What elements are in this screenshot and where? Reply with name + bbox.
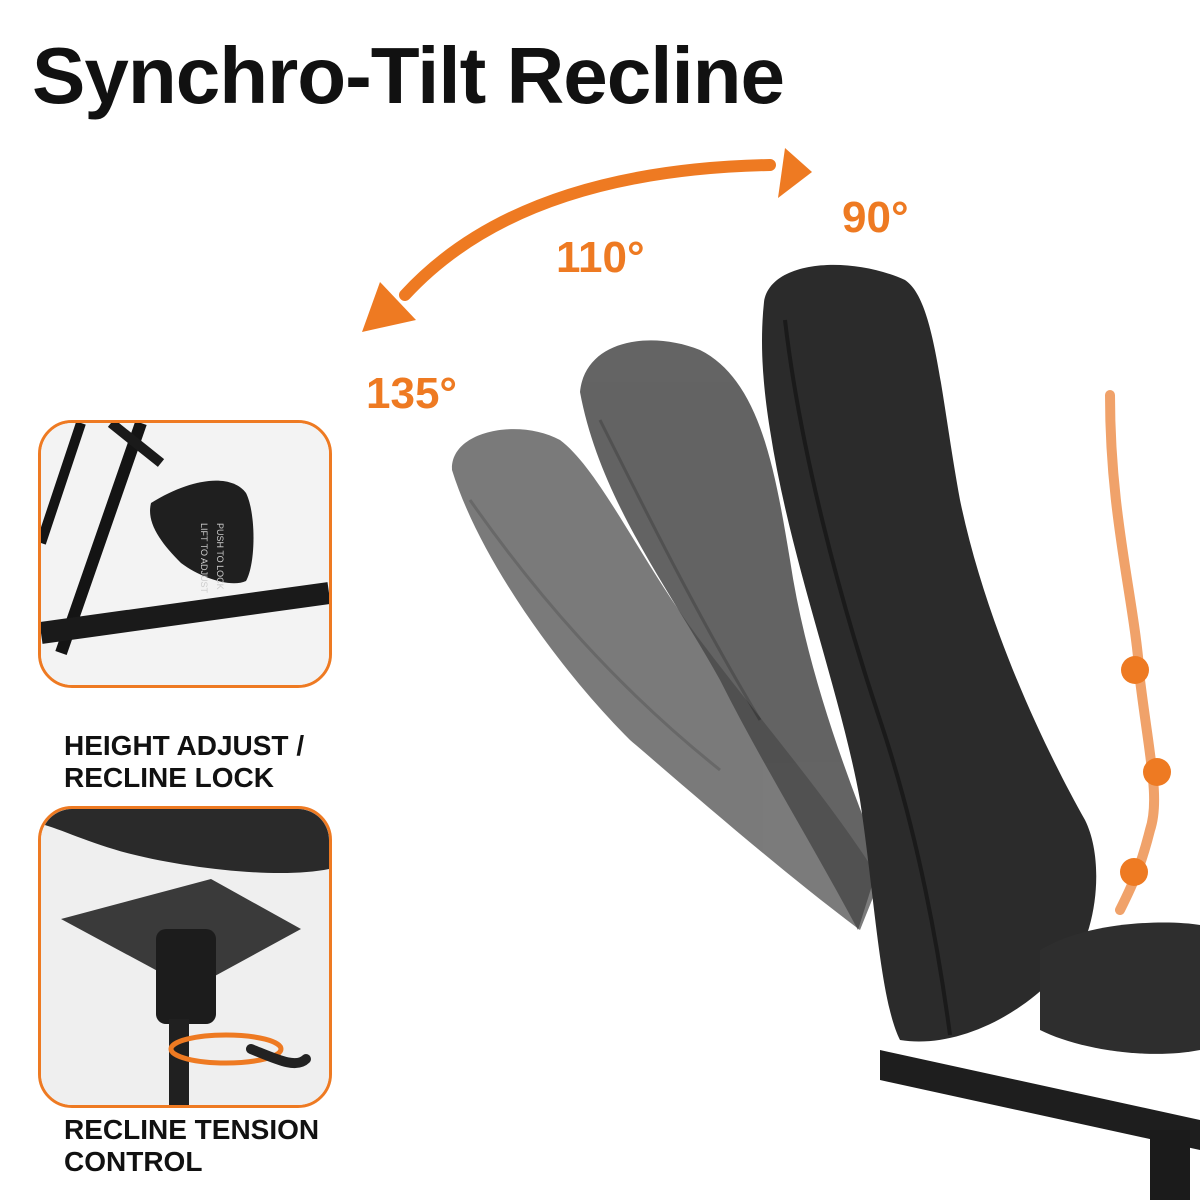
arrowhead-recline-icon <box>362 282 416 332</box>
lever-text-push: PUSH TO LOCK <box>215 523 225 590</box>
recline-range-arrow <box>362 148 812 332</box>
height-adjust-panel: LIFT TO ADJUST PUSH TO LOCK <box>38 420 332 688</box>
backrest-135-ghost <box>451 429 880 930</box>
lever-text-lift: LIFT TO ADJUST <box>199 523 209 594</box>
tension-knob-icon <box>41 809 329 1105</box>
recline-tension-caption: RECLINE TENSION CONTROL <box>64 1114 320 1177</box>
angle-label-110: 110° <box>556 233 645 282</box>
angle-label-90: 90° <box>842 193 909 242</box>
height-adjust-lever-icon: LIFT TO ADJUST PUSH TO LOCK <box>41 423 329 685</box>
chair-seat <box>880 922 1200 1200</box>
backrest-110-ghost <box>580 340 880 930</box>
page-title: Synchro-Tilt Recline <box>32 31 785 120</box>
backrest-90 <box>762 264 1097 1042</box>
lumbar-point-icon <box>1120 858 1148 886</box>
height-adjust-caption: HEIGHT ADJUST / RECLINE LOCK <box>64 730 305 793</box>
angle-label-135: 135° <box>366 369 458 418</box>
arrowhead-upright-icon <box>778 148 812 198</box>
lumbar-point-icon <box>1143 758 1171 786</box>
lumbar-point-icon <box>1121 656 1149 684</box>
lumbar-support-indicator <box>1105 390 1171 915</box>
recline-tension-panel <box>38 806 332 1108</box>
